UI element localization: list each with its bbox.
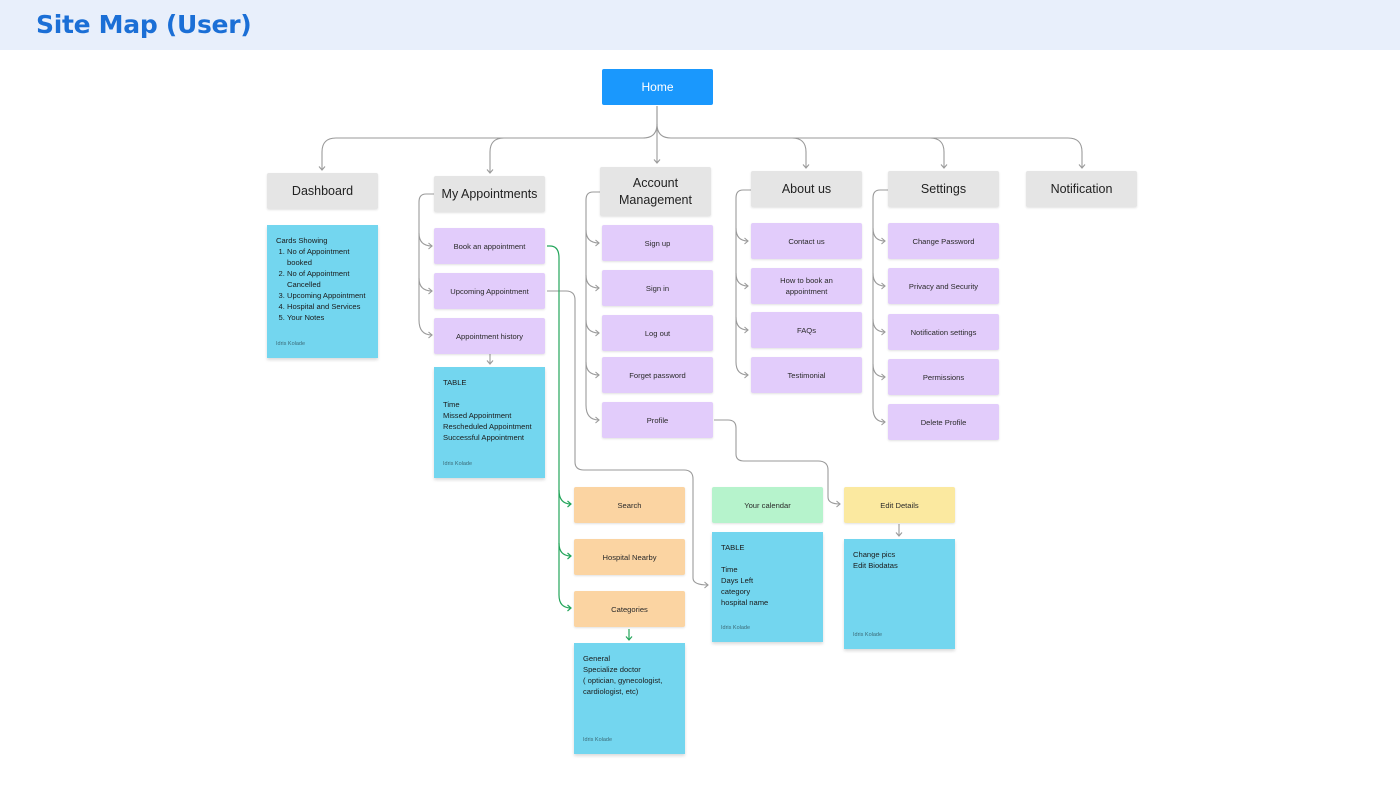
page-header: Site Map (User) [0, 0, 1400, 50]
note-heading: Cards Showing [276, 236, 328, 245]
calendar-note: TABLE Time Days Left category hospital n… [712, 532, 823, 642]
note-heading: TABLE [443, 378, 467, 387]
note-author: Idris Kolade [853, 632, 883, 638]
log-out-node[interactable]: Log out [602, 315, 713, 351]
note-line: Successful Appointment [443, 433, 525, 442]
note-line: Time [721, 565, 738, 574]
hospital-nearby-node[interactable]: Hospital Nearby [574, 539, 685, 575]
notification-settings-node[interactable]: Notification settings [888, 314, 999, 350]
page-title: Site Map (User) [36, 10, 252, 39]
settings-node[interactable]: Settings [888, 171, 999, 207]
sign-in-node[interactable]: Sign in [602, 270, 713, 306]
note-author: Idris Kolade [721, 625, 751, 631]
profile-node[interactable]: Profile [602, 402, 713, 438]
permissions-node[interactable]: Permissions [888, 359, 999, 395]
faqs-node[interactable]: FAQs [751, 312, 862, 348]
list-item: No of Appointment Cancelled [287, 268, 369, 290]
your-calendar-node[interactable]: Your calendar [712, 487, 823, 523]
categories-note: General Specialize doctor ( optician, gy… [574, 643, 685, 754]
edit-details-node[interactable]: Edit Details [844, 487, 955, 523]
testimonial-node[interactable]: Testimonial [751, 357, 862, 393]
contact-us-node[interactable]: Contact us [751, 223, 862, 259]
categories-node[interactable]: Categories [574, 591, 685, 627]
home-node[interactable]: Home [602, 69, 713, 105]
account-management-node[interactable]: Account Management [600, 167, 711, 216]
appointment-history-note: TABLE Time Missed Appointment Reschedule… [434, 367, 545, 478]
about-us-node[interactable]: About us [751, 171, 862, 207]
notification-node[interactable]: Notification [1026, 171, 1137, 207]
list-item: Hospital and Services [287, 301, 369, 312]
note-line: ( optician, gynecologist, [583, 676, 663, 685]
note-line: Edit Biodatas [853, 561, 898, 570]
appointment-history-node[interactable]: Appointment history [434, 318, 545, 354]
note-line: hospital name [721, 598, 769, 607]
how-to-book-node[interactable]: How to book an appointment [751, 268, 862, 304]
note-line: General [583, 654, 611, 663]
note-line: Days Left [721, 576, 754, 585]
note-line: Time [443, 400, 460, 409]
list-item: No of Appointment booked [287, 246, 369, 268]
note-line: cardiologist, etc) [583, 687, 639, 696]
privacy-security-node[interactable]: Privacy and Security [888, 268, 999, 304]
note-line: category [721, 587, 751, 596]
change-password-node[interactable]: Change Password [888, 223, 999, 259]
note-line: Missed Appointment [443, 411, 512, 420]
delete-profile-node[interactable]: Delete Profile [888, 404, 999, 440]
note-heading: TABLE [721, 543, 745, 552]
note-line: Specialize doctor [583, 665, 641, 674]
list-item: Your Notes [287, 312, 369, 323]
note-line: Change pics [853, 550, 896, 559]
upcoming-appointment-node[interactable]: Upcoming Appointment [434, 273, 545, 309]
sign-up-node[interactable]: Sign up [602, 225, 713, 261]
dashboard-note: Cards Showing No of Appointment booked N… [267, 225, 378, 358]
dashboard-node[interactable]: Dashboard [267, 173, 378, 209]
my-appointments-node[interactable]: My Appointments [434, 176, 545, 212]
note-author: Idris Kolade [443, 461, 473, 467]
dashboard-card-list: No of Appointment booked No of Appointme… [276, 246, 369, 323]
note-author: Idris Kolade [583, 737, 613, 743]
note-line: Rescheduled Appointment [443, 422, 532, 431]
note-author: Idris Kolade [276, 341, 306, 347]
search-node[interactable]: Search [574, 487, 685, 523]
list-item: Upcoming Appointment [287, 290, 369, 301]
forget-password-node[interactable]: Forget password [602, 357, 713, 393]
edit-details-note: Change pics Edit Biodatas Idris Kolade [844, 539, 955, 649]
book-appointment-node[interactable]: Book an appointment [434, 228, 545, 264]
